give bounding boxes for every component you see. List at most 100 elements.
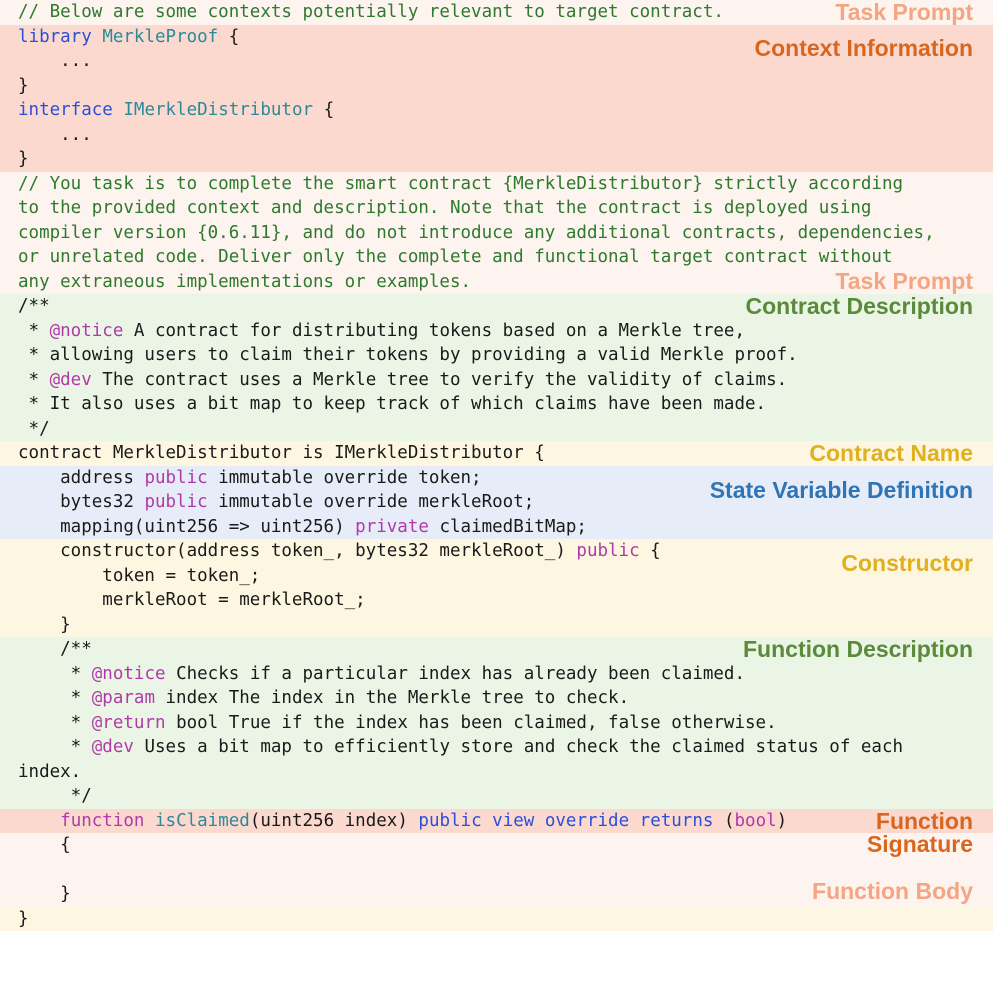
keyword: function [60, 810, 145, 831]
code-line: ... [18, 124, 92, 145]
code-line: * @notice Checks if a particular index h… [0, 662, 993, 687]
keyword: library [18, 26, 92, 47]
code-line: interface IMerkleDistributor { [0, 98, 993, 123]
annotated-code-listing: // Below are some contexts potentially r… [0, 0, 993, 931]
code-line: ... [18, 51, 92, 71]
code-line: * @dev The contract uses a Merkle tree t… [0, 368, 993, 393]
code-text: address [18, 467, 145, 488]
code-text: * [18, 712, 92, 733]
doc-tag: @dev [91, 737, 134, 757]
code-text: * [18, 320, 50, 341]
code-text: ( [713, 810, 735, 831]
context-information-block: library MerkleProof { ... } interface IM… [0, 24, 993, 172]
code-line: */ [18, 418, 50, 439]
code-line: } [18, 908, 29, 929]
code-text: Uses a bit map to efficiently store and … [133, 737, 904, 757]
code-line: contract MerkleDistributor is IMerkleDis… [18, 443, 545, 463]
code-text: index The index in the Merkle tree to ch… [154, 688, 630, 708]
code-line: { [18, 835, 71, 855]
constructor-label: Constructor [841, 550, 973, 576]
code-text: * [18, 663, 92, 684]
code-text: bytes32 [18, 492, 145, 512]
signature-label: Signature [866, 831, 973, 857]
code-text [144, 811, 155, 831]
code-text [18, 811, 60, 831]
code-text: * [18, 369, 50, 390]
code-line: or unrelated code. Deliver only the comp… [18, 247, 893, 267]
keyword: public [576, 541, 640, 561]
code-text: constructor(address token_, bytes32 merk… [18, 541, 577, 561]
function-description-block: /** * @notice Checks if a particular ind… [0, 636, 993, 809]
code-text: A contract for distributing tokens based… [123, 320, 745, 341]
code-line: library MerkleProof { [0, 25, 993, 50]
code-line: } [18, 884, 71, 904]
code-text: immutable override merkleRoot; [207, 492, 535, 512]
type-name: IMerkleDistributor [123, 100, 314, 120]
keyword: bool [734, 810, 777, 831]
code-line: /** [18, 296, 50, 316]
function-signature-block: function isClaimed(uint256 index) public… [0, 807, 993, 834]
code-line: function isClaimed(uint256 index) public… [0, 809, 993, 834]
function-body-label: Function Body [812, 878, 973, 904]
state-variable-label: State Variable Definition [709, 476, 973, 503]
function-description-label: Function Description [743, 636, 973, 662]
code-text: * [18, 688, 92, 708]
code-line: * It also uses a bit map to keep track o… [18, 394, 767, 414]
code-text: Checks if a particular index has already… [165, 663, 746, 684]
code-text: bool True if the index has been claimed,… [165, 712, 777, 733]
code-line: } [18, 149, 29, 169]
task-prompt-label: Task Prompt [835, 0, 973, 25]
code-text: { [218, 26, 240, 47]
function-name: isClaimed [155, 810, 250, 831]
code-line: to the provided context and description.… [18, 198, 872, 218]
code-text: { [639, 541, 661, 561]
task-prompt-intro-block: // Below are some contexts potentially r… [0, 0, 993, 25]
contract-description-block: /** * @notice A contract for distributin… [0, 293, 993, 441]
task-prompt-label: Task Prompt [835, 267, 973, 294]
doc-tag: @param [91, 688, 155, 708]
contract-name-label: Contract Name [809, 440, 973, 466]
contract-name-block: contract MerkleDistributor is IMerkleDis… [0, 440, 993, 466]
code-line: merkleRoot = merkleRoot_; [18, 590, 366, 610]
code-line: // Below are some contexts potentially r… [18, 2, 724, 22]
code-line: index. [18, 761, 82, 782]
keyword: public [144, 492, 208, 512]
code-line: /** [18, 639, 92, 659]
keyword: interface [18, 100, 113, 120]
keyword: private [355, 516, 429, 537]
state-variable-block: address public immutable override token;… [0, 465, 993, 540]
code-line: address public immutable override token; [0, 466, 993, 491]
constructor-block: constructor(address token_, bytes32 merk… [0, 539, 993, 637]
keyword: public view override returns [418, 810, 714, 831]
contract-close-block: } [0, 906, 993, 931]
code-line: * @dev Uses a bit map to efficiently sto… [0, 735, 993, 760]
code-line: bytes32 public immutable override merkle… [0, 490, 993, 515]
code-line: */ [18, 786, 92, 806]
code-line: constructor(address token_, bytes32 merk… [0, 539, 993, 564]
context-information-label: Context Information [754, 34, 974, 61]
code-line: * allowing users to claim their tokens b… [18, 345, 798, 365]
code-line: token = token_; [18, 565, 261, 586]
code-text: * [18, 737, 92, 757]
code-text: immutable override token; [207, 467, 482, 488]
code-line: * @notice A contract for distributing to… [0, 319, 993, 344]
code-line: } [18, 75, 29, 96]
function-label: Function [875, 807, 973, 834]
code-text: (uint256 index) [249, 810, 419, 831]
code-line: * @param index The index in the Merkle t… [0, 686, 993, 711]
code-text: ) [776, 810, 788, 831]
contract-description-label: Contract Description [745, 293, 973, 319]
task-prompt-instructions-block: // You task is to complete the smart con… [0, 171, 993, 294]
code-line: * @return bool True if the index has bee… [0, 711, 993, 736]
code-line: mapping(uint256 => uint256) private clai… [0, 515, 993, 540]
code-line: } [18, 614, 71, 635]
code-text: { [313, 100, 335, 120]
code-text: mapping(uint256 => uint256) [18, 516, 356, 537]
function-body-block: { } Signature Function Body [0, 831, 993, 907]
code-line: // You task is to complete the smart con… [18, 173, 904, 194]
doc-tag: @dev [49, 369, 92, 390]
code-text: The contract uses a Merkle tree to verif… [91, 369, 788, 390]
code-line: any extraneous implementations or exampl… [18, 271, 472, 292]
keyword: public [144, 467, 208, 488]
doc-tag: @notice [49, 320, 124, 341]
